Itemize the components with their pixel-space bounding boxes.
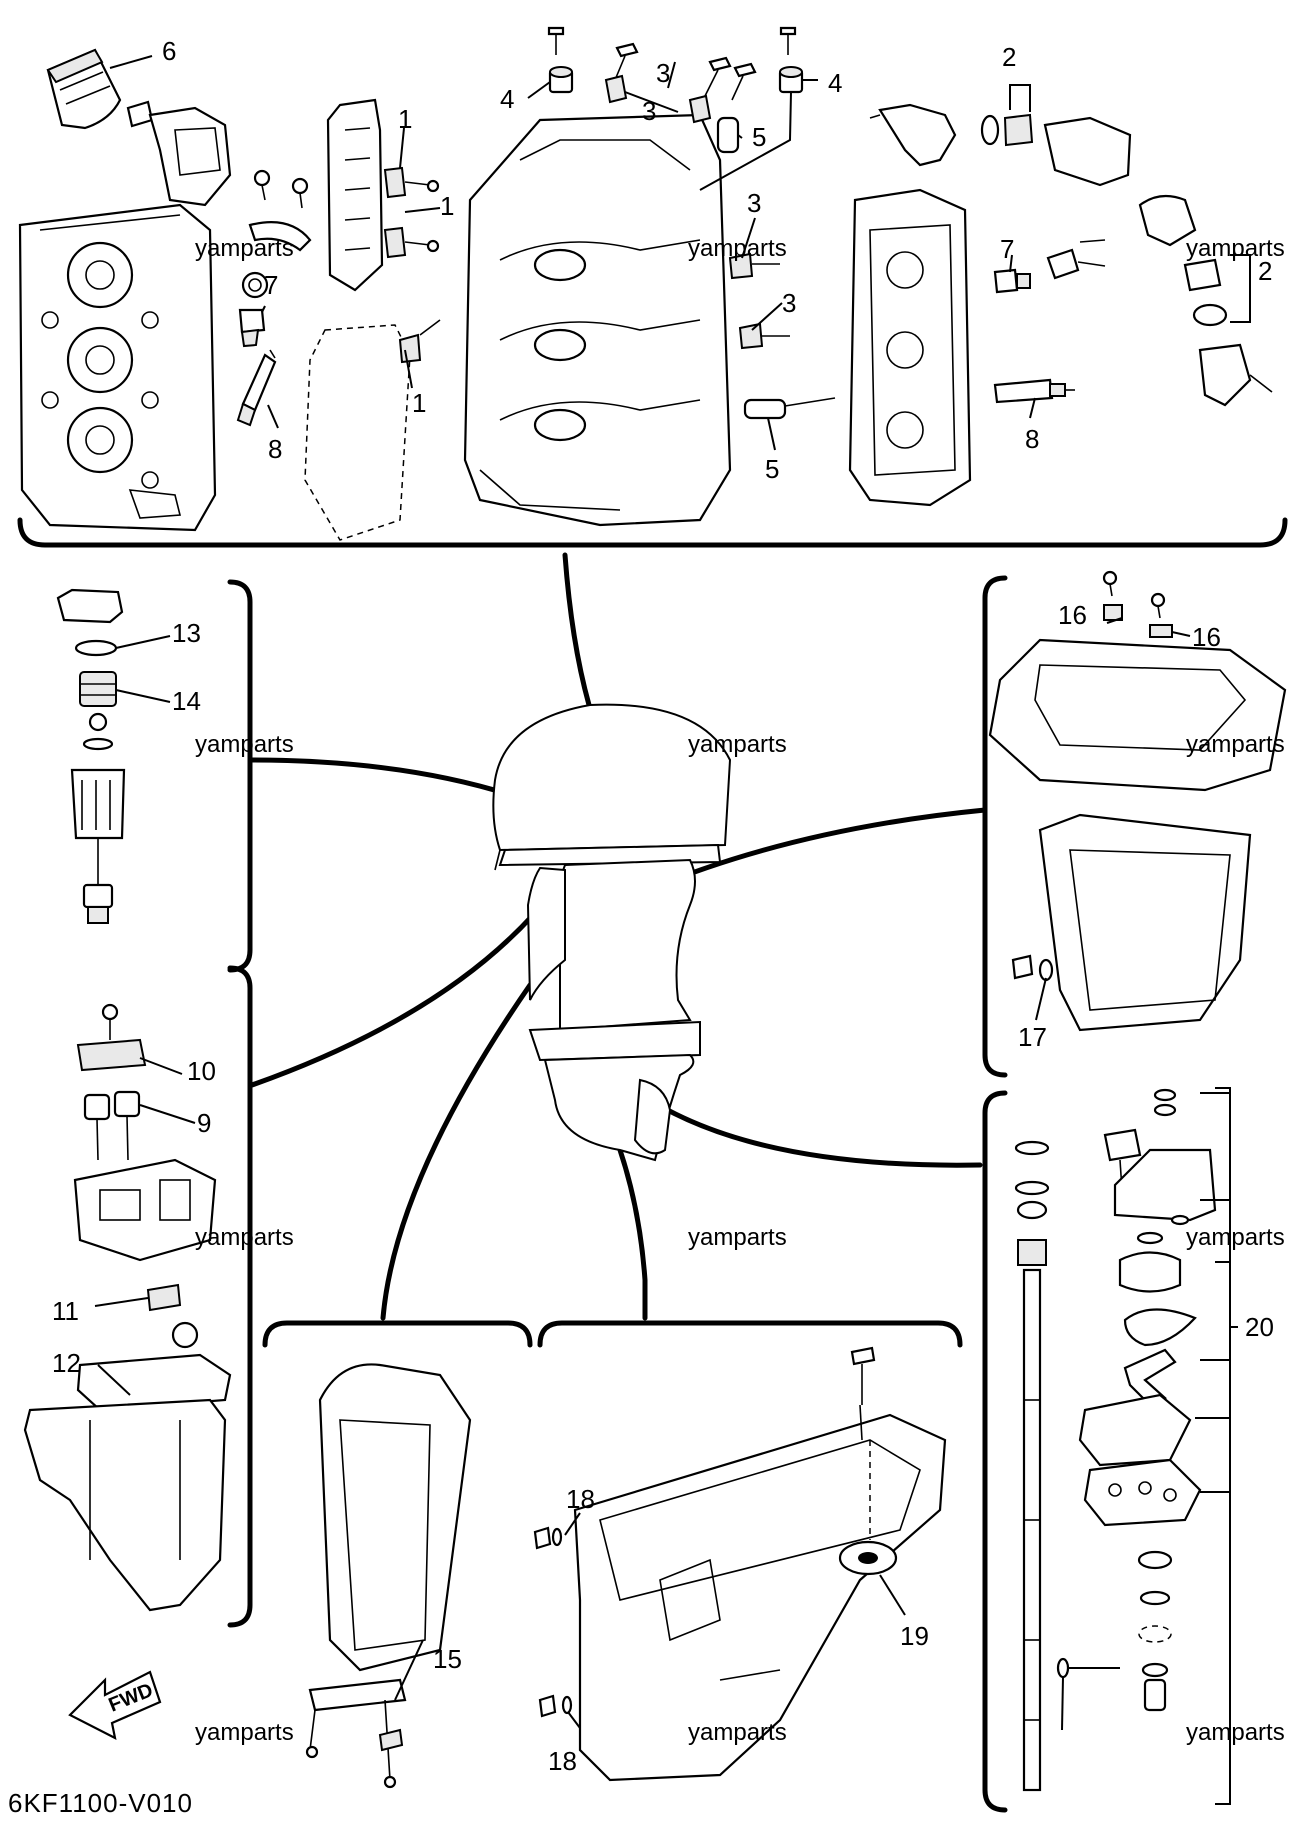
water-pump-section xyxy=(1014,1088,1217,1792)
fwd-arrow: FWD xyxy=(68,1670,162,1741)
callout-16a: 16 xyxy=(1058,600,1087,630)
callout-1c: 1 xyxy=(412,388,426,418)
callout-3d: 3 xyxy=(782,288,796,318)
callout-5b: 5 xyxy=(765,454,779,484)
callout-19: 19 xyxy=(900,1621,929,1651)
left-upper-bracket xyxy=(227,579,253,973)
callout-3b: 3 xyxy=(642,96,656,126)
oil-filter xyxy=(46,48,232,207)
bottom-center-left-bracket xyxy=(262,1320,533,1348)
temp-sensor-left xyxy=(238,308,266,348)
crankcase-block xyxy=(463,113,732,527)
small-bolts-left xyxy=(241,169,312,299)
watermark-11: yamparts xyxy=(688,1719,787,1746)
callout-1b: 1 xyxy=(440,191,454,221)
callout-11: 11 xyxy=(52,1296,79,1326)
spark-plug-right xyxy=(993,378,1075,404)
watermark-10: yamparts xyxy=(195,1719,294,1746)
watermark-5: yamparts xyxy=(688,731,787,758)
callout-1a: 1 xyxy=(398,104,412,134)
callout-5a: 5 xyxy=(752,122,766,152)
anode-3-top xyxy=(604,74,712,124)
watermark-6: yamparts xyxy=(1186,731,1285,758)
callout-12: 12 xyxy=(52,1348,81,1378)
callout-4a: 4 xyxy=(500,84,514,114)
watermark-1: yamparts xyxy=(195,235,294,262)
callout-3a: 3 xyxy=(656,58,670,88)
fuel-filter-section xyxy=(56,588,126,924)
watermark-9: yamparts xyxy=(1186,1224,1285,1251)
callout-13: 13 xyxy=(172,618,201,648)
thermostat-assembly xyxy=(869,84,1132,187)
anode-5-side xyxy=(743,397,836,420)
right-lower-bracket xyxy=(982,1090,1008,1813)
valve-cover xyxy=(326,98,384,292)
watermark-8: yamparts xyxy=(688,1224,787,1251)
anode-4-right xyxy=(699,66,804,191)
callout-18a: 18 xyxy=(566,1484,595,1514)
leader-lines xyxy=(94,55,1238,1805)
watermark-7: yamparts xyxy=(195,1224,294,1251)
top-section xyxy=(18,26,1273,541)
callouts: 6 1 1 1 4 3 3 5 4 2 3 3 5 7 8 7 8 2 13 1… xyxy=(52,36,1274,1776)
callout-3c: 3 xyxy=(747,188,761,218)
callout-15: 15 xyxy=(433,1644,462,1674)
swivel-bracket-section xyxy=(305,1363,472,1789)
temp-sensor-right xyxy=(993,268,1031,294)
callout-17: 17 xyxy=(1018,1022,1047,1052)
right-upper-bracket xyxy=(982,575,1008,1078)
callout-4b: 4 xyxy=(828,68,842,98)
callout-2b: 2 xyxy=(1258,256,1272,286)
callout-7a: 7 xyxy=(264,270,278,300)
callout-6: 6 xyxy=(162,36,176,66)
watermark-12: yamparts xyxy=(1186,1719,1285,1746)
oil-pan-section xyxy=(988,570,1287,1032)
lower-unit-section xyxy=(533,1346,947,1782)
section-brackets xyxy=(17,517,1288,1813)
callout-10: 10 xyxy=(187,1056,216,1086)
right-cylinder-head xyxy=(848,188,972,507)
watermarks: yamparts yamparts yamparts yamparts yamp… xyxy=(195,235,1285,1746)
top-bracket xyxy=(17,517,1288,548)
outboard-motor-outline xyxy=(492,703,732,1162)
callout-8b: 8 xyxy=(1025,424,1039,454)
callout-20: 20 xyxy=(1245,1312,1274,1342)
watermark-3: yamparts xyxy=(1186,235,1285,262)
watermark-4: yamparts xyxy=(195,731,294,758)
callout-7b: 7 xyxy=(1000,234,1014,264)
left-cylinder-head xyxy=(18,203,217,532)
watermark-2: yamparts xyxy=(688,235,787,262)
anode-4-left xyxy=(548,66,574,94)
sensor-bracket-right xyxy=(1046,239,1106,280)
vapor-separator-section xyxy=(23,1003,232,1612)
bottom-center-right-bracket xyxy=(537,1320,963,1348)
left-lower-bracket xyxy=(227,965,253,1628)
anode-3-side xyxy=(728,252,790,350)
callout-16b: 16 xyxy=(1192,622,1221,652)
callout-8a: 8 xyxy=(268,434,282,464)
anode-1 xyxy=(383,166,440,259)
callout-2a: 2 xyxy=(1002,42,1016,72)
anode-5-top xyxy=(716,116,740,154)
spark-plug-left xyxy=(236,349,277,427)
callout-18b: 18 xyxy=(548,1746,577,1776)
thermostat-assembly-right xyxy=(1138,194,1273,407)
callout-14: 14 xyxy=(172,686,201,716)
diagram-code: 6KF1100-V010 xyxy=(8,1788,193,1818)
callout-9: 9 xyxy=(197,1108,211,1138)
exhaust-gasket xyxy=(304,319,441,541)
top-screws xyxy=(547,26,797,101)
